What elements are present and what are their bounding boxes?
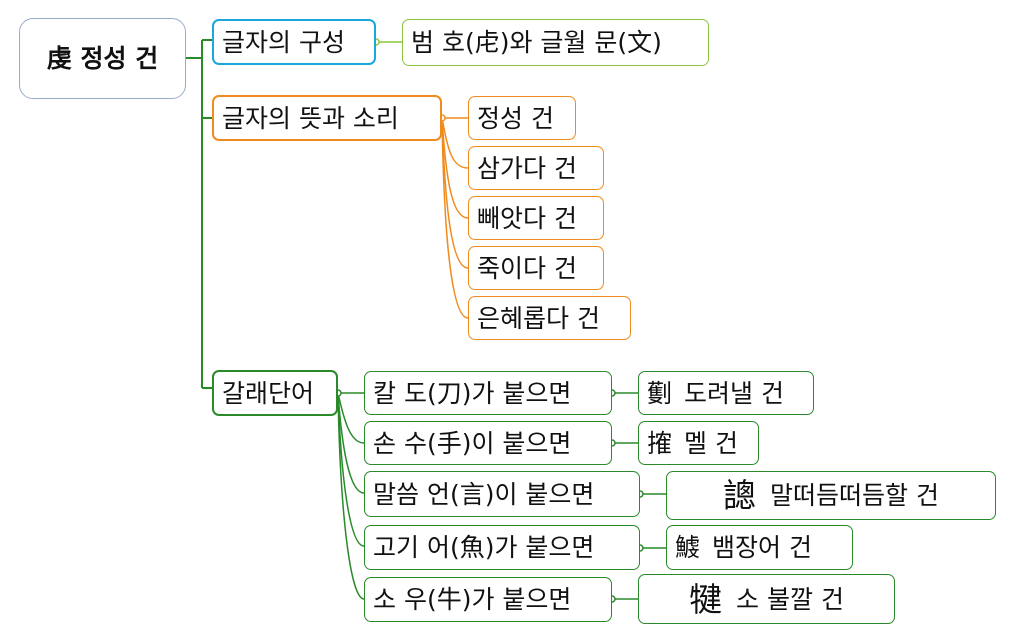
derived-meaning: 멜 건	[684, 428, 738, 458]
meaning-label: 글자의 뜻과 소리	[222, 103, 399, 133]
hanja-char: 劐	[647, 378, 673, 408]
hanja-char: 謥	[723, 476, 757, 515]
derived-char-node[interactable]: 鰬 뱀장어 건	[666, 525, 853, 570]
meaning-child-node[interactable]: 죽이다 건	[468, 246, 604, 290]
radical-label: 소 우(牛)가 붙으면	[373, 585, 572, 614]
hanja-char: 鰬	[675, 533, 701, 562]
meaning-child-node[interactable]: 삼가다 건	[468, 146, 604, 190]
meaning-node[interactable]: 글자의 뜻과 소리	[212, 95, 442, 141]
meaning-child-label: 은혜롭다 건	[477, 303, 600, 333]
derived-meaning: 소 불깔 건	[736, 584, 844, 614]
radical-label: 말씀 언(言)이 붙으면	[373, 479, 595, 509]
hanja-char: 犍	[689, 579, 723, 619]
radical-node[interactable]: 손 수(手)이 붙으면	[364, 421, 612, 465]
radical-node[interactable]: 고기 어(魚)가 붙으면	[364, 525, 640, 570]
composition-child-node[interactable]: 범 호(虍)와 글월 문(文)	[402, 19, 709, 66]
derived-char-node[interactable]: 犍 소 불깔 건	[638, 574, 895, 624]
derived-meaning: 뱀장어 건	[712, 533, 812, 562]
meaning-child-label: 정성 건	[477, 103, 554, 133]
derived-meaning: 도려낼 건	[684, 378, 784, 408]
meaning-child-node[interactable]: 은혜롭다 건	[468, 296, 631, 340]
derived-label: 갈래단어	[222, 378, 315, 408]
meaning-child-label: 빼앗다 건	[477, 203, 577, 233]
meaning-child-node[interactable]: 빼앗다 건	[468, 196, 604, 240]
composition-node[interactable]: 글자의 구성	[212, 19, 376, 65]
radical-label: 손 수(手)이 붙으면	[373, 428, 572, 458]
hanja-char: 搉	[647, 428, 673, 458]
radical-node[interactable]: 말씀 언(言)이 붙으면	[364, 471, 640, 517]
meaning-child-label: 삼가다 건	[477, 153, 577, 183]
composition-label: 글자의 구성	[222, 27, 345, 57]
radical-label: 고기 어(魚)가 붙으면	[373, 533, 595, 562]
root-node[interactable]: 虔 정성 건	[19, 18, 186, 99]
radical-node[interactable]: 칼 도(刀)가 붙으면	[364, 371, 612, 415]
derived-char-node[interactable]: 謥 말떠듬떠듬할 건	[666, 471, 996, 520]
derived-char-node[interactable]: 搉 멜 건	[638, 421, 759, 465]
radical-label: 칼 도(刀)가 붙으면	[373, 378, 572, 408]
root-label: 虔 정성 건	[46, 44, 159, 73]
derived-meaning: 말떠듬떠듬할 건	[770, 481, 939, 510]
radical-node[interactable]: 소 우(牛)가 붙으면	[364, 577, 612, 622]
meaning-child-label: 죽이다 건	[477, 253, 577, 283]
composition-child-label: 범 호(虍)와 글월 문(文)	[411, 28, 662, 57]
meaning-child-node[interactable]: 정성 건	[468, 96, 576, 140]
derived-char-node[interactable]: 劐 도려낼 건	[638, 371, 814, 415]
derived-node[interactable]: 갈래단어	[212, 370, 338, 416]
